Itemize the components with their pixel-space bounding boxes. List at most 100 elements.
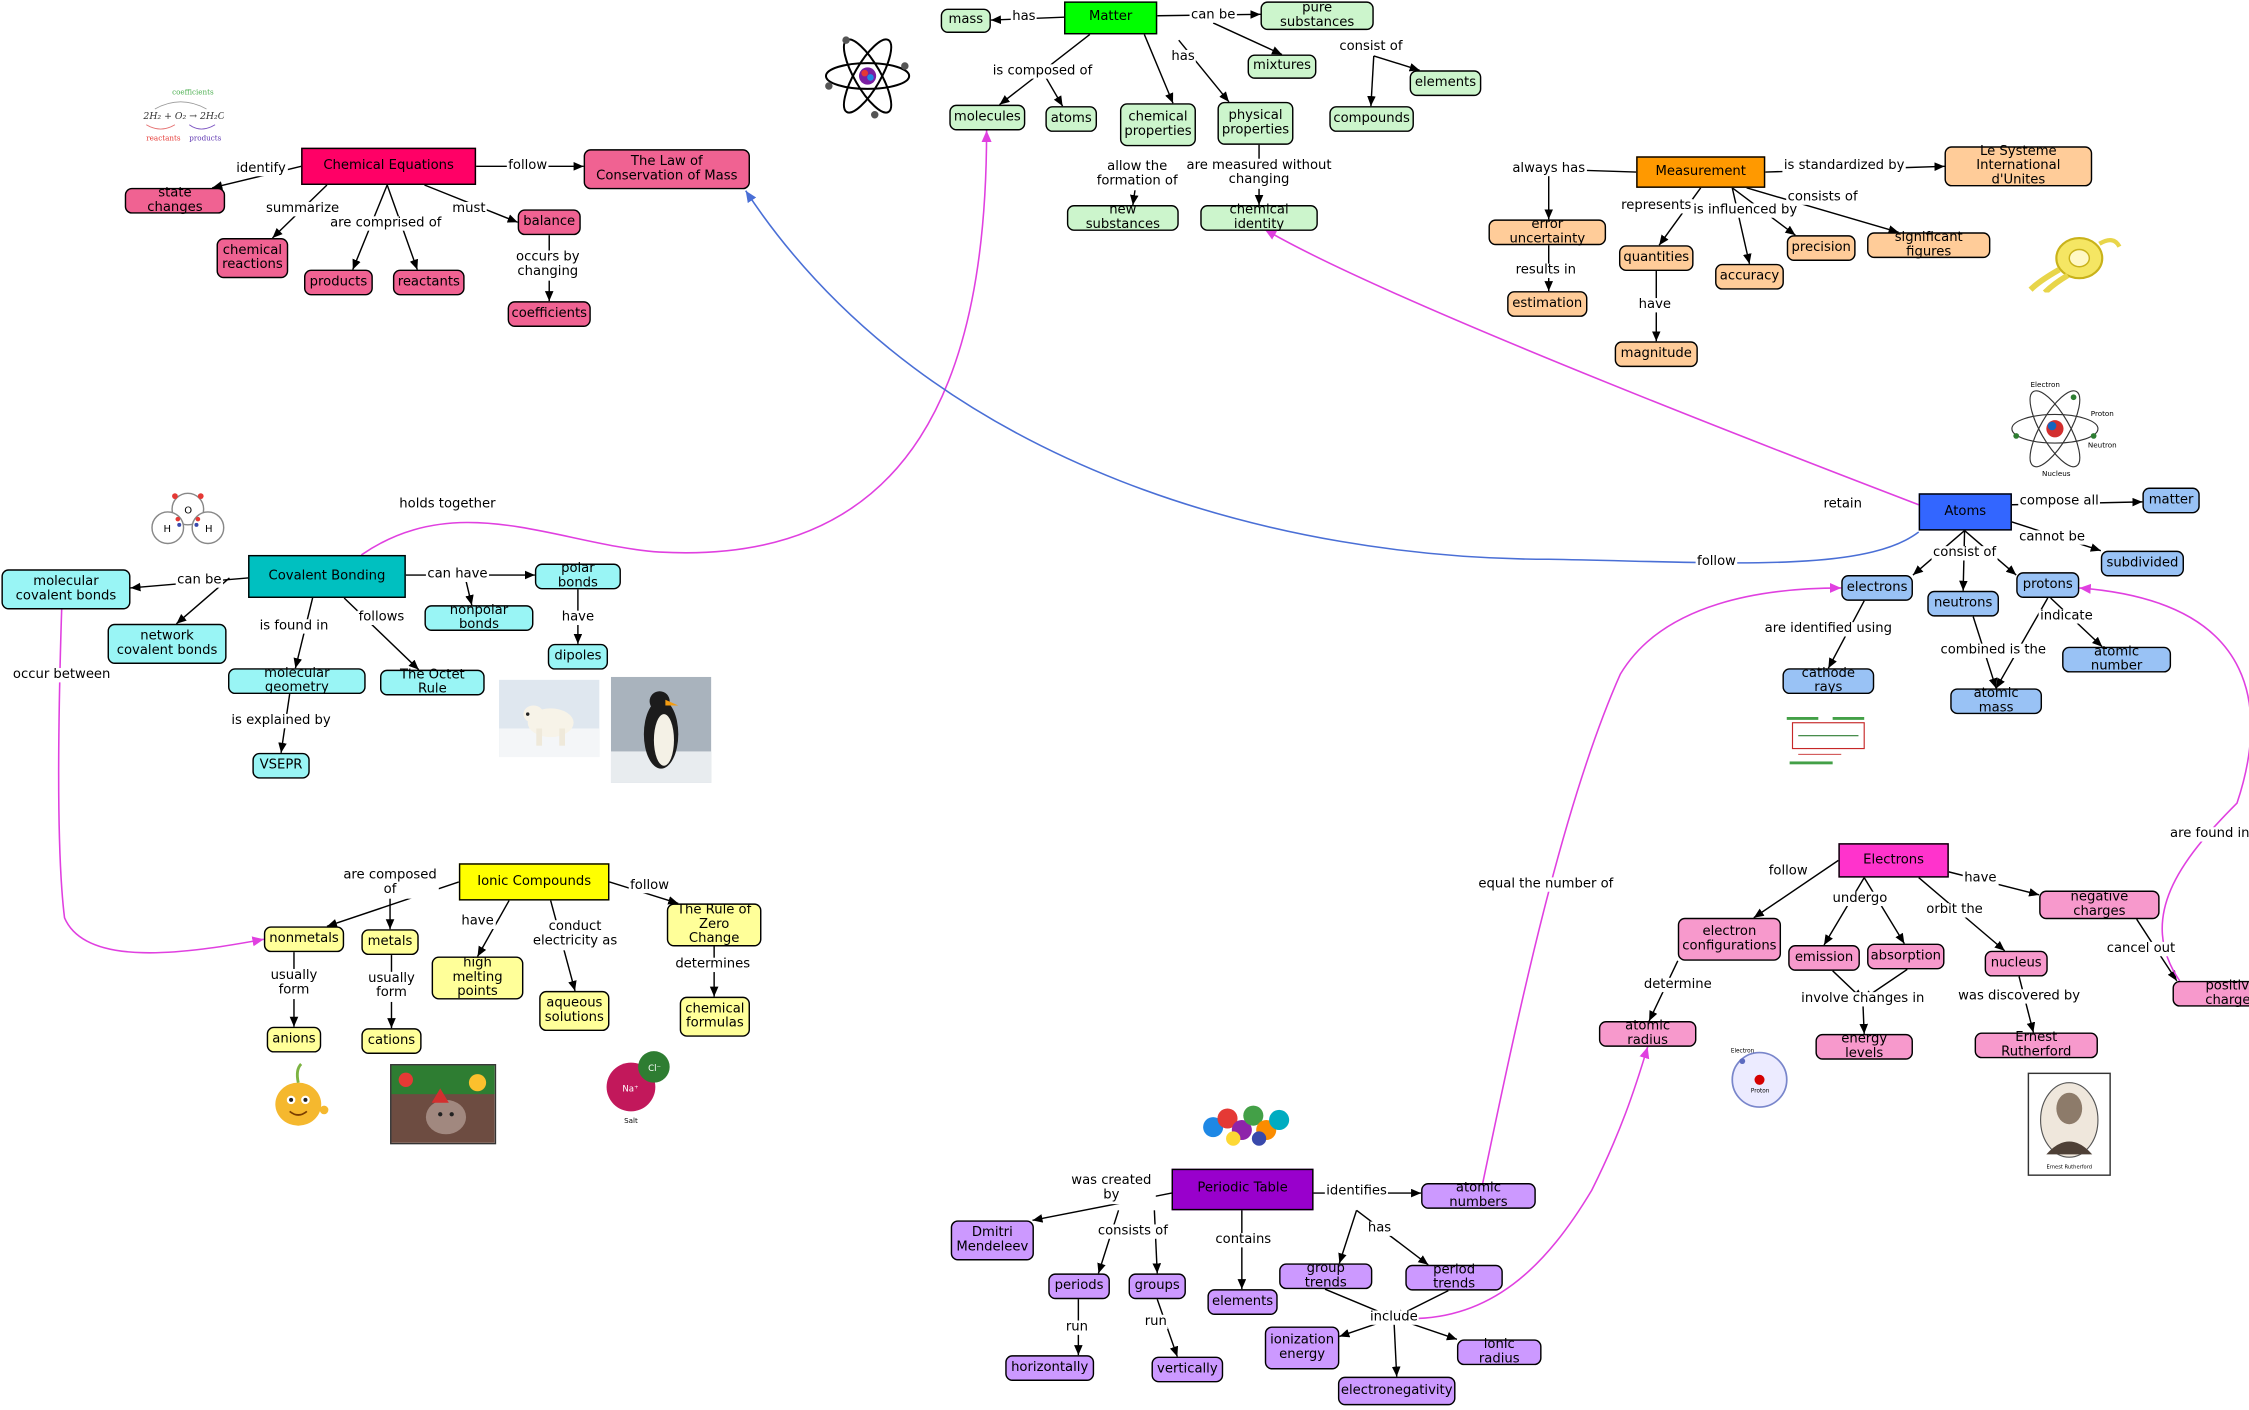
concept-node-protons[interactable]: protons [2016, 572, 2080, 598]
concept-node-periods[interactable]: periods [1048, 1273, 1110, 1300]
water-molecule-image[interactable]: O H H [146, 488, 229, 551]
concept-node-molecules[interactable]: molecules [949, 104, 1026, 131]
cathode-tube-image[interactable] [1784, 708, 1873, 768]
concept-node-new-subst[interactable]: new substances [1066, 202, 1179, 232]
concept-node-err-unc[interactable]: error uncertainty [1488, 217, 1607, 246]
concept-node-nucleus[interactable]: nucleus [1984, 950, 2048, 977]
concept-node-measurement[interactable]: Measurement [1636, 156, 1766, 188]
concept-node-ionization[interactable]: ionization energy [1264, 1326, 1340, 1370]
concept-node-pos-charges[interactable]: positive charges [2172, 978, 2249, 1008]
concept-node-ionic-radius[interactable]: ionic radius [1456, 1337, 1542, 1366]
concept-node-energy-levels[interactable]: energy levels [1815, 1031, 1913, 1061]
concept-node-aqueous[interactable]: aqueous solutions [539, 990, 610, 1032]
cat-picture[interactable] [390, 1064, 497, 1145]
equation-sketch-image[interactable]: coefficients 2H₂ + O₂ → 2H₂O reactants p… [141, 83, 225, 146]
concept-node-vertically[interactable]: vertically [1151, 1356, 1224, 1383]
concept-node-chem-identity[interactable]: chemical identity [1200, 202, 1318, 232]
concept-node-e-config[interactable]: electron configurations [1677, 917, 1782, 961]
concept-node-phys-props[interactable]: physical properties [1217, 101, 1294, 145]
concept-node-atoms-m[interactable]: atoms [1045, 106, 1098, 132]
link-label-l-contains: contains [1213, 1231, 1273, 1248]
concept-node-neutrons[interactable]: neutrons [1927, 590, 1999, 617]
concept-node-coefficients[interactable]: coefficients [507, 301, 591, 327]
concept-node-chem-formulas[interactable]: chemical formulas [679, 996, 750, 1037]
concept-node-matter-a[interactable]: matter [2142, 487, 2200, 514]
concept-node-metals[interactable]: metals [361, 929, 419, 956]
concept-node-neg-charges[interactable]: negative charges [2039, 889, 2160, 920]
concept-node-high-melt[interactable]: high melting points [431, 955, 524, 1000]
penguin-photo[interactable] [610, 676, 712, 783]
concept-node-horizontally[interactable]: horizontally [1005, 1355, 1095, 1381]
concept-node-absorption[interactable]: absorption [1867, 943, 1945, 970]
link-label-l-composed-m: is composed of [991, 62, 1094, 80]
concept-node-electrons[interactable]: Electrons [1838, 843, 1949, 878]
concept-node-electrons-a[interactable]: electrons [1841, 575, 1913, 601]
concept-node-cov-bond[interactable]: Covalent Bonding [248, 554, 406, 598]
concept-node-pt[interactable]: Periodic Table [1171, 1168, 1314, 1211]
concept-node-period-trends[interactable]: period trends [1405, 1262, 1503, 1292]
concept-node-balance[interactable]: balance [517, 209, 581, 236]
rutherford-portrait-image[interactable]: Ernest Rutherford [2027, 1072, 2111, 1176]
concept-node-atomic-mass[interactable]: atomic mass [1950, 686, 2043, 715]
concept-node-elements-m[interactable]: elements [1409, 70, 1482, 97]
concept-node-mol-cov[interactable]: molecular covalent bonds [1, 569, 131, 610]
concept-node-subdivided[interactable]: subdivided [2100, 550, 2184, 577]
cross-link-curve [1393, 1046, 1650, 1320]
ratom-electron-label: Electron [1731, 1049, 1755, 1055]
concept-node-nonmetals[interactable]: nonmetals [263, 926, 345, 953]
concept-node-emission[interactable]: emission [1788, 945, 1860, 971]
concept-node-precision[interactable]: precision [1786, 235, 1856, 261]
concept-node-cations[interactable]: cations [361, 1028, 422, 1054]
measuring-tape-image[interactable] [2025, 227, 2123, 295]
onion-cartoon[interactable] [267, 1061, 333, 1130]
concept-node-octet[interactable]: The Octet Rule [380, 667, 485, 696]
concept-node-accuracy[interactable]: accuracy [1715, 263, 1784, 290]
salt-cl-label: Cl⁻ [648, 1064, 661, 1074]
concept-node-net-cov[interactable]: network covalent bonds [107, 623, 227, 664]
concept-node-mol-geo[interactable]: molecular geometry [228, 665, 366, 695]
concept-node-groups[interactable]: groups [1128, 1273, 1186, 1300]
concept-node-state-changes[interactable]: state changes [124, 185, 226, 215]
concept-node-chem-reactions[interactable]: chemical reactions [216, 238, 289, 279]
concept-node-si[interactable]: Le Systeme International d'Unites [1944, 143, 2093, 188]
concept-node-anions[interactable]: anions [266, 1026, 322, 1053]
concept-node-estimation[interactable]: estimation [1507, 291, 1588, 317]
concept-node-rutherford[interactable]: Ernest Rutherford [1974, 1030, 2098, 1059]
concept-node-mass[interactable]: mass [940, 8, 991, 33]
concept-node-ionic[interactable]: Ionic Compounds [458, 863, 610, 901]
concept-node-electroneg[interactable]: electronegativity [1337, 1376, 1456, 1406]
atom-diagram-image[interactable]: Electron Proton Neutron Nucleus [2005, 379, 2120, 479]
concept-node-reactants[interactable]: reactants [392, 269, 465, 296]
concept-node-atomic-numbers[interactable]: atomic numbers [1421, 1180, 1536, 1210]
concept-node-mendeleev[interactable]: Dmitri Mendeleev [950, 1220, 1034, 1261]
concept-node-atomic-radius[interactable]: atomic radius [1598, 1018, 1697, 1048]
salt-spheres-image[interactable]: Na⁺ Cl⁻ Salt [602, 1047, 677, 1127]
concept-node-cathode[interactable]: cathode rays [1782, 665, 1875, 695]
rutherford-atom-image[interactable]: Electron Proton [1727, 1047, 1793, 1113]
connector-line [1212, 22, 1283, 56]
element-balls-image[interactable] [1199, 1098, 1294, 1147]
concept-node-atomic-number[interactable]: atomic number [2062, 644, 2172, 673]
concept-node-nonpolar[interactable]: nonpolar bonds [424, 602, 534, 632]
concept-node-chem-eq[interactable]: Chemical Equations [301, 147, 477, 185]
concept-node-chem-props[interactable]: chemical properties [1119, 103, 1196, 147]
atom-model-image[interactable] [823, 29, 912, 124]
concept-node-atoms[interactable]: Atoms [1918, 493, 2012, 531]
concept-node-products[interactable]: products [304, 269, 373, 296]
polar-bear-photo[interactable] [499, 679, 600, 758]
concept-node-mixtures[interactable]: mixtures [1247, 54, 1317, 79]
ratom-proton-label: Proton [1751, 1089, 1770, 1095]
concept-node-law-mass[interactable]: The Law of Conservation of Mass [583, 149, 750, 190]
concept-node-dipoles[interactable]: dipoles [547, 643, 609, 670]
concept-node-sig-figs[interactable]: significant figures [1867, 230, 1991, 259]
concept-node-vsepr[interactable]: VSEPR [252, 752, 310, 779]
concept-node-pure-subst[interactable]: pure substances [1260, 0, 1374, 31]
concept-node-quantities[interactable]: quantities [1618, 245, 1694, 272]
concept-node-polar[interactable]: polar bonds [534, 561, 621, 590]
concept-node-zero-charge[interactable]: The Rule of Zero Change [666, 902, 762, 947]
concept-node-elements-p[interactable]: elements [1207, 1289, 1278, 1315]
concept-node-matter[interactable]: Matter [1064, 1, 1158, 35]
concept-node-group-trends[interactable]: group trends [1279, 1261, 1373, 1290]
concept-node-compounds[interactable]: compounds [1329, 106, 1414, 132]
concept-node-magnitude[interactable]: magnitude [1614, 341, 1698, 368]
